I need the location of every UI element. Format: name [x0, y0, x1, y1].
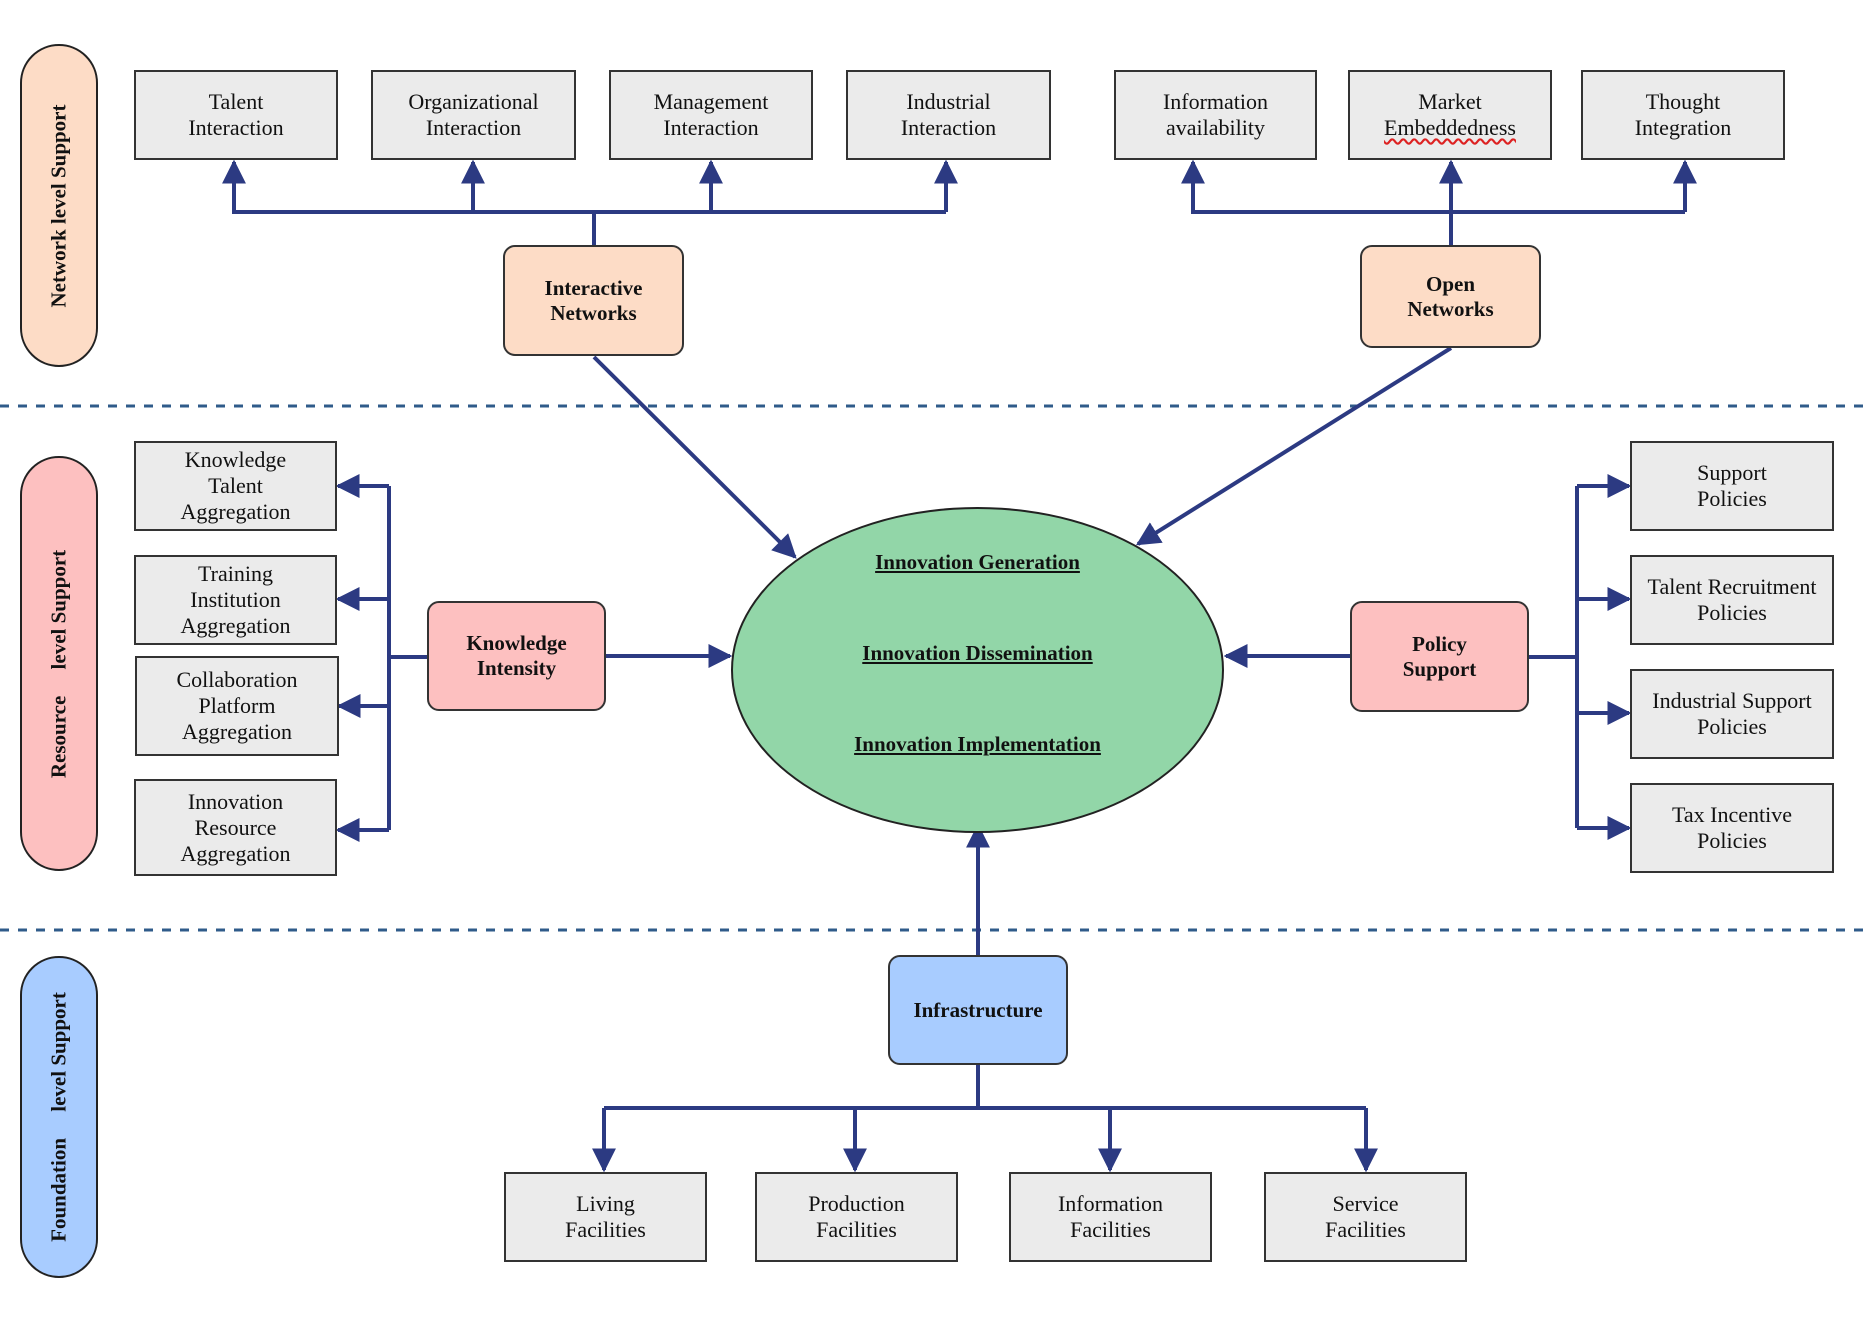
node-thought-integration: Thought Integration: [1581, 70, 1785, 160]
level-pill-foundation: Foundation level Support: [20, 956, 98, 1278]
hub-infrastructure: Infrastructure: [888, 955, 1068, 1065]
node-collaboration-platform-aggregation: Collaboration Platform Aggregation: [135, 656, 339, 756]
node-industrial-interaction: Industrial Interaction: [846, 70, 1051, 160]
level-label-foundation: Foundation level Support: [46, 992, 71, 1242]
stage-innovation-generation: Innovation Generation: [875, 550, 1080, 574]
node-production-facilities: Production Facilities: [755, 1172, 958, 1262]
node-organizational-interaction: Organizational Interaction: [371, 70, 576, 160]
innovation-process-ellipse: [731, 507, 1224, 833]
hub-knowledge-intensity: Knowledge Intensity: [427, 601, 606, 711]
hub-interactive-networks: Interactive Networks: [503, 245, 684, 356]
node-market-embeddedness-label: Market Embeddedness: [1384, 89, 1516, 140]
node-support-policies: Support Policies: [1630, 441, 1834, 531]
node-industrial-support-policies: Industrial Support Policies: [1630, 669, 1834, 759]
node-innovation-resource-aggregation: Innovation Resource Aggregation: [134, 779, 337, 876]
level-pill-resource: Resource level Support: [20, 456, 98, 871]
hub-open-networks: Open Networks: [1360, 245, 1541, 348]
node-talent-recruitment-policies: Talent Recruitment Policies: [1630, 555, 1834, 645]
node-living-facilities: Living Facilities: [504, 1172, 707, 1262]
level-pill-network: Network level Support: [20, 44, 98, 367]
level-label-network: Network level Support: [46, 104, 71, 307]
node-service-facilities: Service Facilities: [1264, 1172, 1467, 1262]
level-label-resource: Resource level Support: [46, 549, 71, 778]
node-talent-interaction: Talent Interaction: [134, 70, 338, 160]
stage-innovation-implementation: Innovation Implementation: [854, 732, 1101, 756]
node-management-interaction: Management Interaction: [609, 70, 813, 160]
node-market-embeddedness: Market Embeddedness: [1348, 70, 1552, 160]
stage-innovation-dissemination: Innovation Dissemination: [862, 641, 1093, 665]
node-tax-incentive-policies: Tax Incentive Policies: [1630, 783, 1834, 873]
arrow-interactive-to-center: [592, 355, 797, 559]
arrow-open-to-center: [1135, 346, 1453, 546]
node-knowledge-talent-aggregation: Knowledge Talent Aggregation: [134, 441, 337, 531]
node-training-institution-aggregation: Training Institution Aggregation: [134, 555, 337, 645]
hub-policy-support: Policy Support: [1350, 601, 1529, 712]
node-information-availability: Information availability: [1114, 70, 1317, 160]
spellcheck-underline: Embeddedness: [1384, 115, 1516, 140]
node-information-facilities: Information Facilities: [1009, 1172, 1212, 1262]
